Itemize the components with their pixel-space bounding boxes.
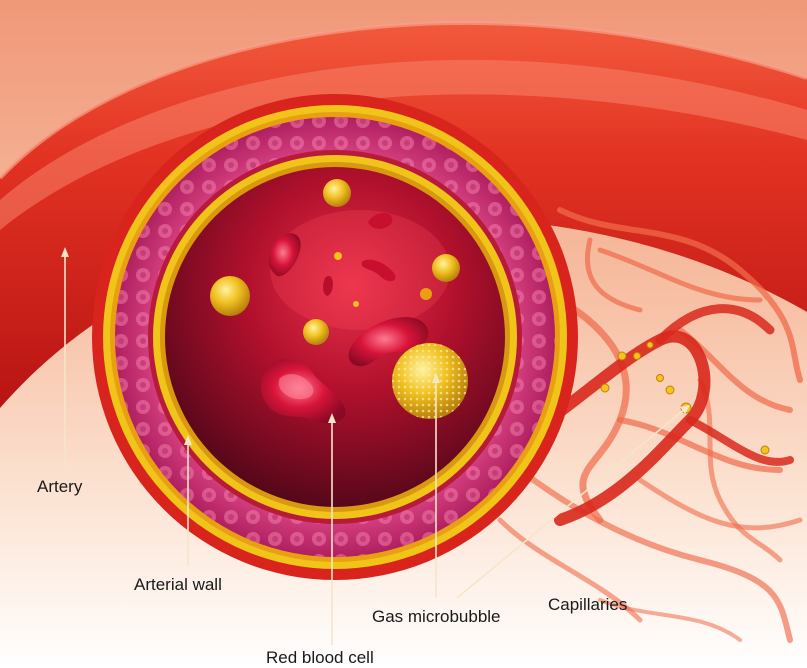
label-gas-microbubble: Gas microbubble xyxy=(372,607,501,626)
artery-cross-section xyxy=(92,94,578,580)
label-artery: Artery xyxy=(37,477,83,496)
label-arterial-wall: Arterial wall xyxy=(134,575,222,594)
label-capillaries: Capillaries xyxy=(548,595,627,614)
label-red-blood-cell: Red blood cell xyxy=(266,648,374,667)
